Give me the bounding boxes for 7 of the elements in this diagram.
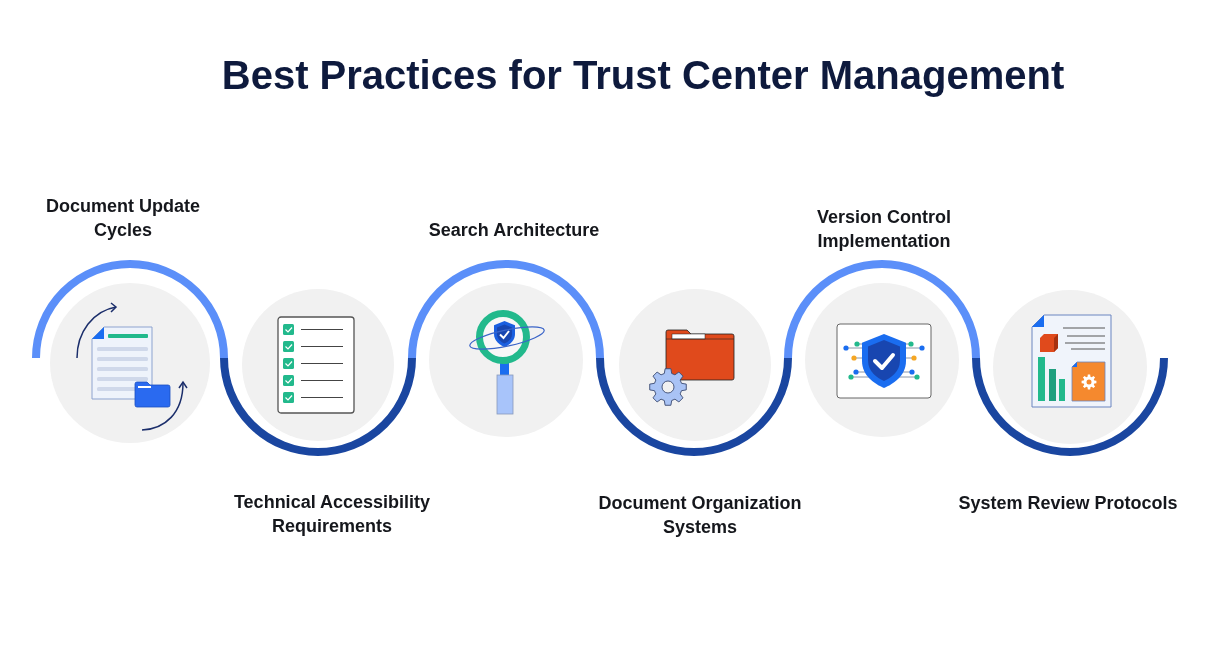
step-label: Document Organization Systems [597,492,803,539]
diagram-title: Best Practices for Trust Center Management [220,52,1066,98]
step-label: Technical Accessibility Requirements [232,491,432,538]
step-label: Version Control Implementation [816,206,952,253]
step-label: Document Update Cycles [45,195,201,242]
step-label: System Review Protocols [957,492,1179,515]
step-label: Search Architecture [427,219,601,242]
